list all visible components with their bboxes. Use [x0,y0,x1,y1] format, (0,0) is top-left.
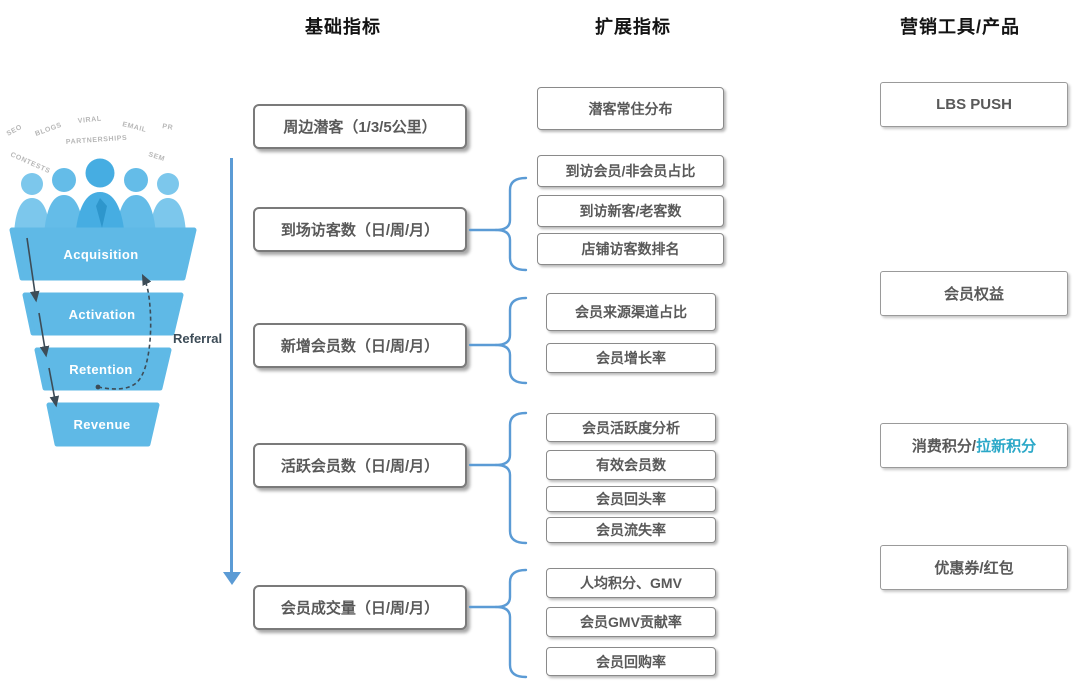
referral-loop-arrow [95,273,152,390]
funnel-stage-label: Retention [69,362,133,377]
brace-connectors [468,176,528,679]
extended-metric-box: 人均积分、GMV [546,568,716,598]
brace [494,568,528,679]
extended-metric-box: 会员活跃度分析 [546,413,716,442]
funnel-stage-label: Revenue [74,417,131,432]
extended-metric-box: 到访会员/非会员占比 [537,155,724,187]
funnel-channel-label: CONTESTS [9,151,51,175]
funnel-flow-arrows [26,237,60,408]
funnel-channel-label: EMAIL [122,121,148,134]
extended-metric-box: 会员流失率 [546,517,716,543]
header-extended-metrics: 扩展指标 [595,17,671,37]
extended-metric-box: 会员增长率 [546,343,716,373]
basic-metric-box: 新增会员数（日/周/月） [253,323,467,368]
extended-metric-box: 会员回购率 [546,647,716,676]
tool-box-lbs-push: LBS PUSH [880,82,1068,127]
funnel-channel-label: PARTNERSHIPS [66,135,128,146]
funnel-stage-label: Activation [69,307,136,322]
referral-label: Referral [173,331,222,346]
extended-metric-box: 有效会员数 [546,450,716,480]
funnel-stage-label: Acquisition [63,247,138,262]
extended-metric-box: 潜客常住分布 [537,87,724,130]
points-acquire-label: 拉新积分 [976,438,1037,455]
brace [494,296,528,385]
funnel-illustration: SEO BLOGS VIRAL PARTNERSHIPS EMAIL PR CO… [6,116,222,447]
extended-metric-box: 会员来源渠道占比 [546,293,716,331]
extended-metric-box: 到访新客/老客数 [537,195,724,227]
header-basic-metrics: 基础指标 [305,17,381,37]
brace [494,176,528,272]
audience-people-icon [14,158,186,238]
basic-metric-box: 周边潜客（1/3/5公里） [253,104,467,149]
tool-box-points: 消费积分/拉新积分 [880,423,1068,468]
funnel-channel-label: BLOGS [34,122,63,138]
brace [494,411,528,545]
funnel-channel-label: SEO [6,124,24,138]
header-marketing-tools: 营销工具/产品 [900,17,1021,37]
tool-box-member-rights: 会员权益 [880,271,1068,316]
points-consume-label: 消费积分/ [911,438,977,455]
flow-arrow-line [230,158,233,573]
funnel-channel-label: SEM [147,151,165,163]
tool-box-coupon: 优惠券/红包 [880,545,1068,590]
basic-metric-box: 到场访客数（日/周/月） [253,207,467,252]
extended-metric-box: 店铺访客数排名 [537,233,724,265]
basic-metric-box: 会员成交量（日/周/月） [253,585,467,630]
extended-metric-box: 会员GMV贡献率 [546,607,716,637]
funnel-channel-label: PR [162,123,174,132]
funnel-channel-label: VIRAL [77,116,102,125]
flow-arrow-head [223,572,241,585]
extended-metric-box: 会员回头率 [546,486,716,512]
basic-metric-box: 活跃会员数（日/周/月） [253,443,467,488]
